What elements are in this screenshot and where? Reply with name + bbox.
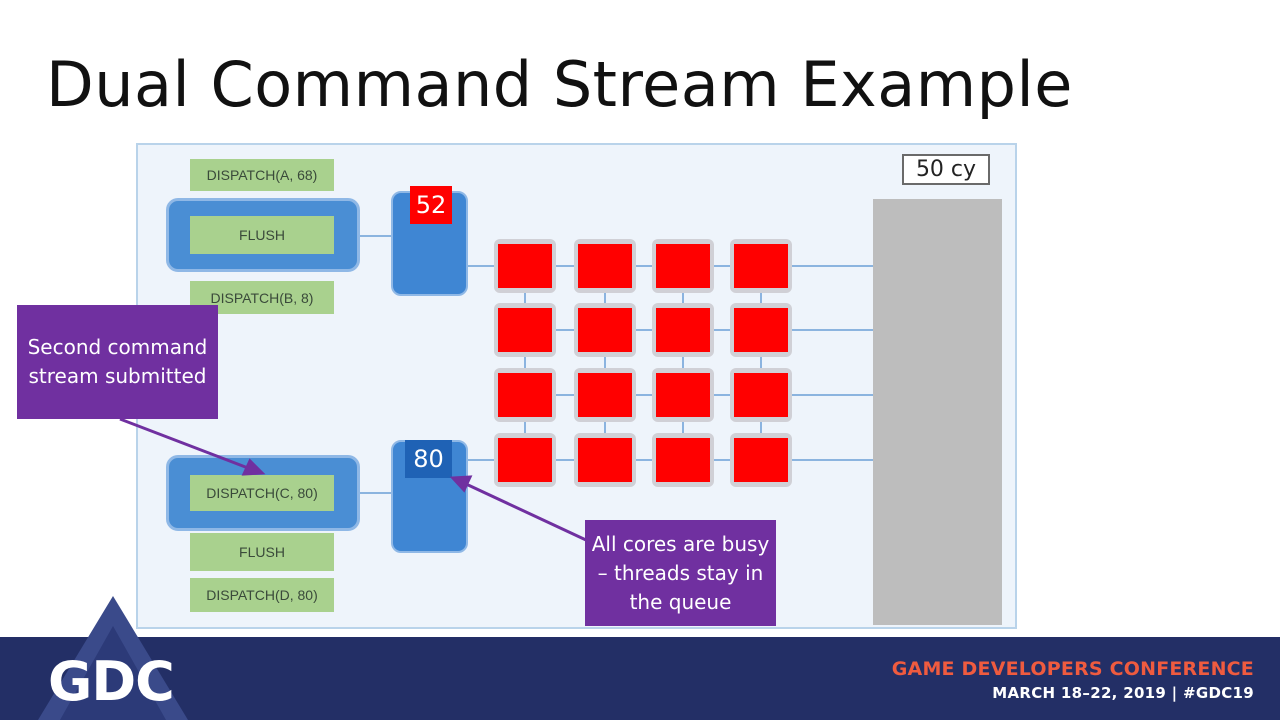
core-3-4 xyxy=(730,368,792,422)
queue-1-count: 52 xyxy=(410,186,452,224)
core-3-3 xyxy=(652,368,714,422)
core-4-2 xyxy=(574,433,636,487)
callout-cores-busy: All cores are busy – threads stay in the… xyxy=(585,520,776,626)
queue-2-count: 80 xyxy=(405,440,452,478)
gdc-logo: GDC xyxy=(48,650,175,713)
core-2-2 xyxy=(574,303,636,357)
core-2-3 xyxy=(652,303,714,357)
stream2-dispatch-c: DISPATCH(C, 80) xyxy=(190,475,334,511)
core-1-4 xyxy=(730,239,792,293)
core-3-2 xyxy=(574,368,636,422)
conference-dates: MARCH 18–22, 2019 | #GDC19 xyxy=(992,684,1254,702)
core-1-1 xyxy=(494,239,556,293)
stream2-dispatch-d: DISPATCH(D, 80) xyxy=(190,578,334,612)
gdc-triangle-icon xyxy=(38,596,188,720)
core-2-4 xyxy=(730,303,792,357)
core-4-4 xyxy=(730,433,792,487)
core-4-3 xyxy=(652,433,714,487)
footer-banner xyxy=(0,637,1280,720)
callout-second-stream: Second command stream submitted xyxy=(17,305,218,419)
core-1-2 xyxy=(574,239,636,293)
core-3-1 xyxy=(494,368,556,422)
stream1-dispatch-a: DISPATCH(A, 68) xyxy=(190,159,334,191)
slide-title: Dual Command Stream Example xyxy=(46,48,1073,121)
cycle-label: 50 cy xyxy=(902,154,990,185)
stream2-flush: FLUSH xyxy=(190,533,334,571)
conference-name: GAME DEVELOPERS CONFERENCE xyxy=(891,658,1254,680)
cycle-timeline-bar xyxy=(873,199,1002,625)
stream1-flush: FLUSH xyxy=(190,216,334,254)
core-1-3 xyxy=(652,239,714,293)
core-2-1 xyxy=(494,303,556,357)
core-4-1 xyxy=(494,433,556,487)
